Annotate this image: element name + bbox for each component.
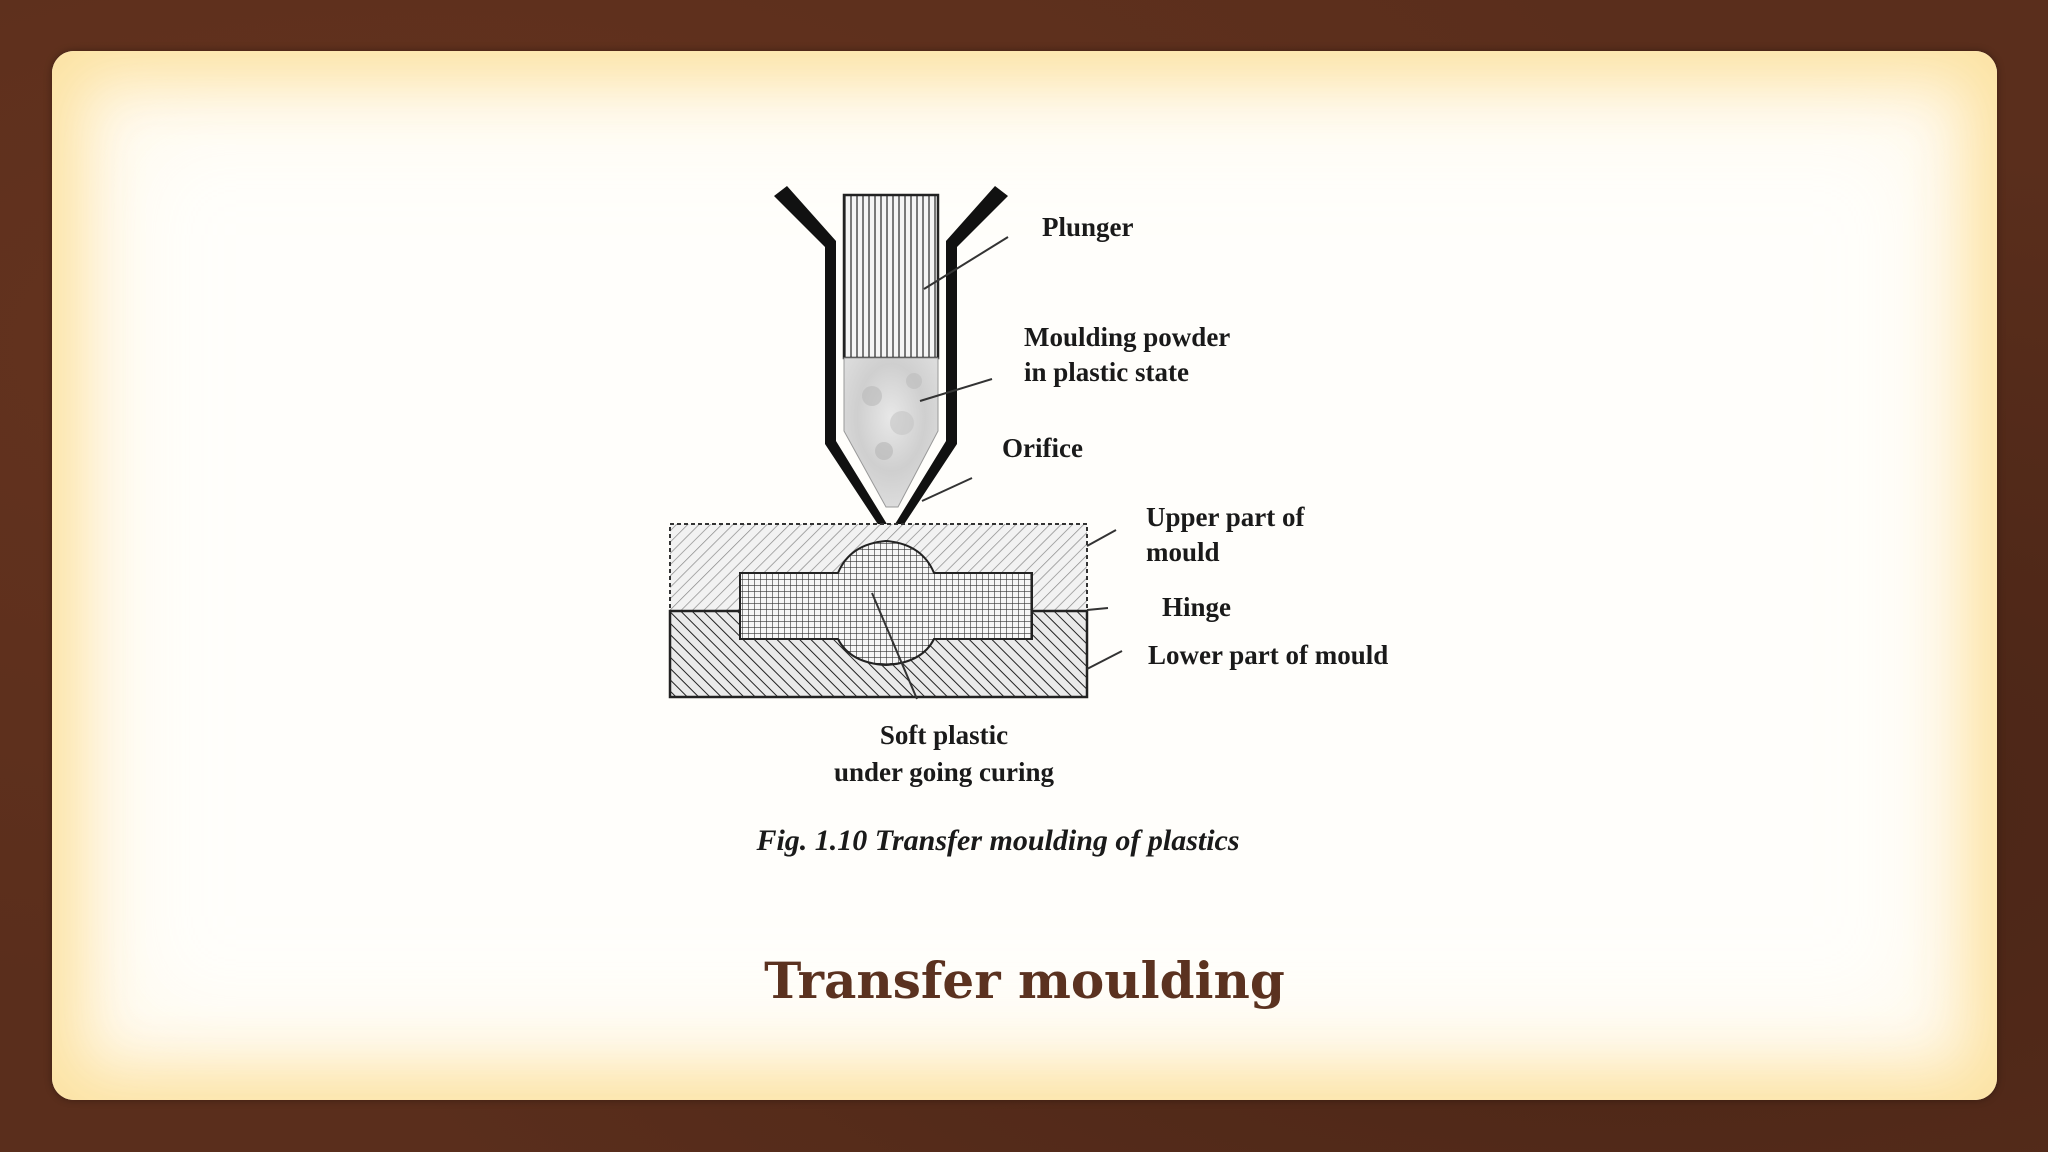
- moulding-powder: [843, 357, 939, 508]
- label-lower: Lower part of mould: [1148, 640, 1388, 670]
- label-soft-1: Soft plastic: [880, 720, 1008, 750]
- label-upper-1: Upper part of: [1146, 502, 1306, 532]
- funnel-walls: [774, 186, 1008, 532]
- label-soft-2: under going curing: [834, 757, 1055, 787]
- transfer-moulding-diagram: Plunger Moulding powder in plastic state…: [668, 186, 1388, 857]
- figure-caption: Fig. 1.10 Transfer moulding of plastics: [755, 824, 1239, 857]
- label-hinge: Hinge: [1162, 592, 1231, 622]
- slide-card: Plunger Moulding powder in plastic state…: [52, 51, 1997, 1100]
- slide-title: Transfer moulding: [764, 951, 1285, 1010]
- label-powder-2: in plastic state: [1024, 357, 1189, 387]
- soft-plastic: [739, 539, 1033, 667]
- label-upper-2: mould: [1146, 537, 1220, 567]
- label-orifice: Orifice: [1002, 433, 1083, 463]
- plunger: [842, 193, 940, 360]
- label-powder-1: Moulding powder: [1024, 322, 1230, 352]
- label-plunger: Plunger: [1042, 212, 1134, 242]
- leader-lines: [871, 236, 1123, 700]
